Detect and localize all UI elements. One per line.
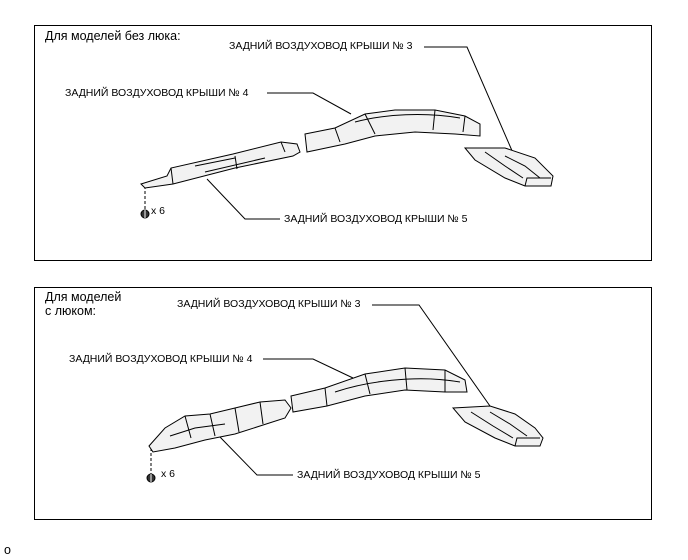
duct-3-icon <box>451 405 544 447</box>
duct-3-icon <box>463 147 554 187</box>
duct-5-icon <box>140 141 301 189</box>
panel-title: Для моделей без люка: <box>45 29 181 43</box>
leader-line-duct-4 <box>263 358 354 379</box>
duct-illustration <box>146 304 544 483</box>
panel-with-sunroof: Для моделей с люком: ЗАДНИЙ ВОЗДУХОВОД К… <box>34 287 652 520</box>
leader-line-duct-4 <box>267 92 352 115</box>
footer-code: o <box>4 543 11 557</box>
clip-count: x 6 <box>151 205 166 217</box>
label-duct-4: ЗАДНИЙ ВОЗДУХОВОД КРЫШИ № 4 <box>69 353 253 365</box>
label-duct-3: ЗАДНИЙ ВОЗДУХОВОД КРЫШИ № 3 <box>177 298 361 310</box>
duct-4-icon <box>304 109 481 153</box>
duct-illustration <box>140 46 554 220</box>
panel-title-line-1: Для моделей <box>45 290 122 304</box>
panel-title-line-2: с люком: <box>45 304 97 318</box>
leader-line-duct-3 <box>424 46 514 154</box>
duct-4-icon <box>290 367 468 413</box>
leader-line-duct-3 <box>372 304 498 417</box>
leader-line-duct-5 <box>206 178 280 220</box>
label-duct-3: ЗАДНИЙ ВОЗДУХОВОД КРЫШИ № 3 <box>229 40 413 52</box>
label-duct-5: ЗАДНИЙ ВОЗДУХОВОД КРЫШИ № 5 <box>297 469 481 481</box>
label-duct-5: ЗАДНИЙ ВОЗДУХОВОД КРЫШИ № 5 <box>284 213 468 225</box>
label-duct-4: ЗАДНИЙ ВОЗДУХОВОД КРЫШИ № 4 <box>65 87 249 99</box>
panel-no-sunroof: Для моделей без люка: ЗАДНИЙ ВОЗДУХОВОД … <box>34 25 652 261</box>
clip-icon <box>140 209 150 219</box>
clip-count: x 6 <box>161 468 176 480</box>
duct-5-icon <box>148 399 292 453</box>
clip-icon <box>146 473 156 483</box>
leader-line-duct-5 <box>218 435 293 476</box>
